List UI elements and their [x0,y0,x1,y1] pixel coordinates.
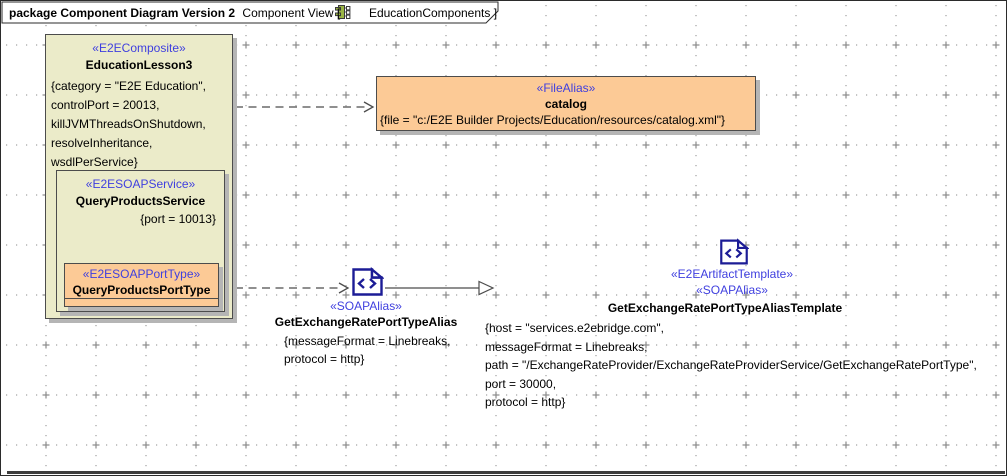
stereotype-label: «E2EComposite» [92,41,186,55]
frame-kind-and-title: package Component Diagram Version 2 [9,6,236,20]
dependency-arrow-lesson-to-catalog[interactable] [235,101,375,113]
frame-header-title: package Component Diagram Version 2 Comp… [9,5,497,20]
template-tagged-values: {host = "services.e2ebridge.com", messag… [485,321,977,410]
template-name[interactable]: GetExchangeRatePortTypeAliasTemplate [607,301,843,315]
bottom-edge-strip [7,471,1005,474]
template-stereotype-1: «E2EArtifactTemplate» [670,267,794,281]
soap-alias-artifact-icon[interactable] [352,268,383,296]
frame-diagram-name: EducationComponents [368,6,491,20]
component-diagram-icon [335,5,351,20]
dependency-arrow-porttype-to-alias[interactable] [235,282,350,294]
frame-context-label: Component View [ [242,6,341,20]
template-artifact-icon[interactable] [720,239,748,265]
soap-alias-stereotype: «SOAPAlias» [330,299,402,313]
stereotype-label: «FileAlias» [536,81,596,95]
tagged-values: {file = "c:/E2E Builder Projects/Educati… [380,113,726,127]
stereotype-label: «E2ESOAPService» [85,177,196,191]
stereotype-label: «E2ESOAPPortType» [82,267,201,281]
element-name: QueryProductsPortType [72,283,211,297]
template-stereotype-2: «SOAPAlias» [696,283,768,297]
tagged-values: {port = 10013} [140,212,216,226]
tagged-values: {category = "E2E Education", controlPort… [51,79,206,169]
element-name: catalog [544,97,587,111]
component-catalog-file-alias[interactable]: «FileAlias» catalog {file = "c:/E2E Buil… [376,76,756,131]
frame-bracket-close: ] [493,6,498,20]
element-name: QueryProductsService [75,194,206,208]
frame-diagram-type-icon-spacer [347,5,363,19]
frame-header-tab[interactable] [1,1,499,24]
soap-alias-name[interactable]: GetExchangeRatePortTypeAlias [274,315,458,329]
generalization-arrow-alias-to-template[interactable] [385,280,495,296]
compartment-separator [65,298,218,299]
soap-alias-tagged-values: {messageFormat = Linebreaks, protocol = … [284,334,451,366]
element-name: EducationLesson3 [85,58,193,72]
component-query-products-port-type[interactable]: «E2ESOAPPortType» QueryProductsPortType [64,263,219,307]
